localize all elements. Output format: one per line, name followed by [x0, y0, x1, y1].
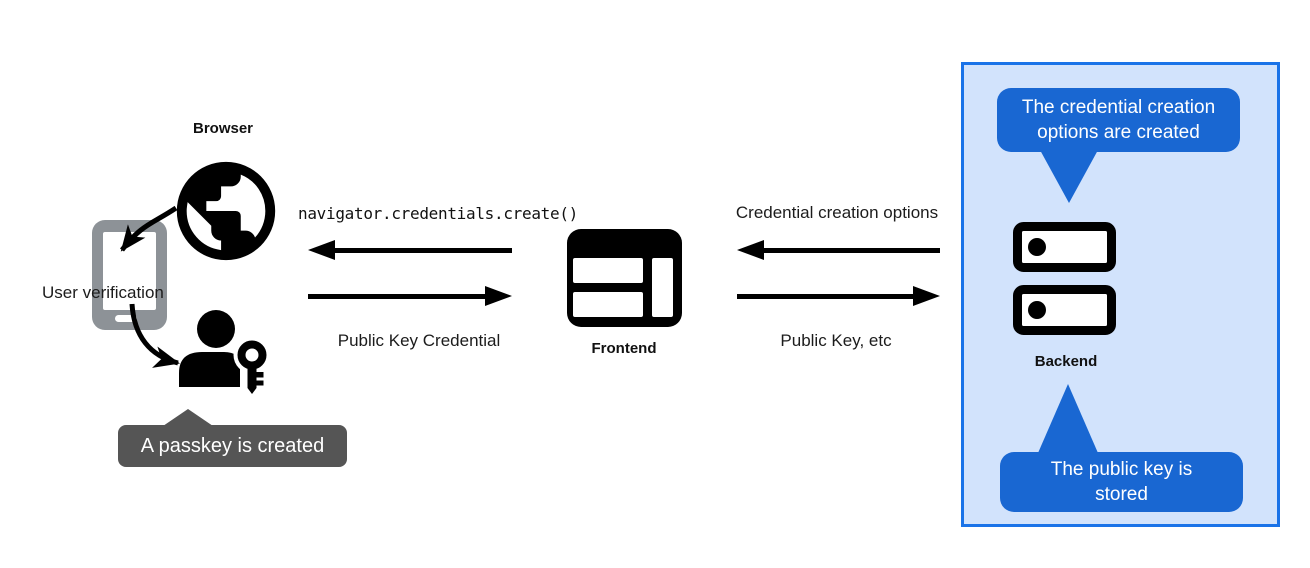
public-key-credential-label: Public Key Credential: [337, 331, 501, 350]
backend-box: The credential creation options are crea…: [961, 62, 1280, 527]
browser-to-frontend-arrow: [308, 286, 512, 307]
passkey-callout-text: A passkey is created: [140, 434, 325, 457]
smartphone-icon: [92, 220, 167, 330]
backend-to-frontend-arrow: [737, 240, 940, 261]
arrowhead: [308, 240, 335, 260]
public-key-callout-pointer: [1038, 384, 1098, 453]
credential-options-callout-pointer: [1040, 150, 1098, 203]
public-key-callout: The public key is stored: [1000, 452, 1243, 512]
public-key-callout-text: The public key is stored: [1050, 458, 1193, 505]
public-key-etc-label: Public Key, etc: [780, 331, 892, 350]
browser-window-icon: [567, 229, 682, 327]
arrow-shaft: [332, 248, 512, 253]
frontend-to-browser-arrow: [308, 240, 512, 261]
arrow-shaft: [761, 248, 940, 253]
passkey-callout: A passkey is created: [118, 409, 347, 467]
browser-label: Browser: [192, 120, 254, 137]
user-with-key-icon: [179, 310, 271, 394]
arrowhead: [913, 286, 940, 306]
backend-label: Backend: [1034, 353, 1098, 370]
arrow-shaft: [308, 294, 488, 299]
arrowhead: [737, 240, 764, 260]
arrowhead: [485, 286, 512, 306]
user-verification-label: User verification: [42, 283, 164, 302]
arrow-shaft: [737, 294, 916, 299]
frontend-to-backend-arrow: [737, 286, 940, 307]
frontend-label: Frontend: [591, 340, 657, 357]
credentials-create-label: navigator.credentials.create(): [298, 204, 578, 223]
credential-creation-options-label: Credential creation options: [735, 203, 939, 222]
credential-options-callout: The credential creation options are crea…: [997, 88, 1240, 152]
credential-options-callout-text: The credential creation options are crea…: [1021, 96, 1216, 143]
passkey-callout-pointer: [163, 409, 213, 426]
globe-icon: [176, 161, 276, 261]
server-stack-icon: [1013, 222, 1116, 335]
